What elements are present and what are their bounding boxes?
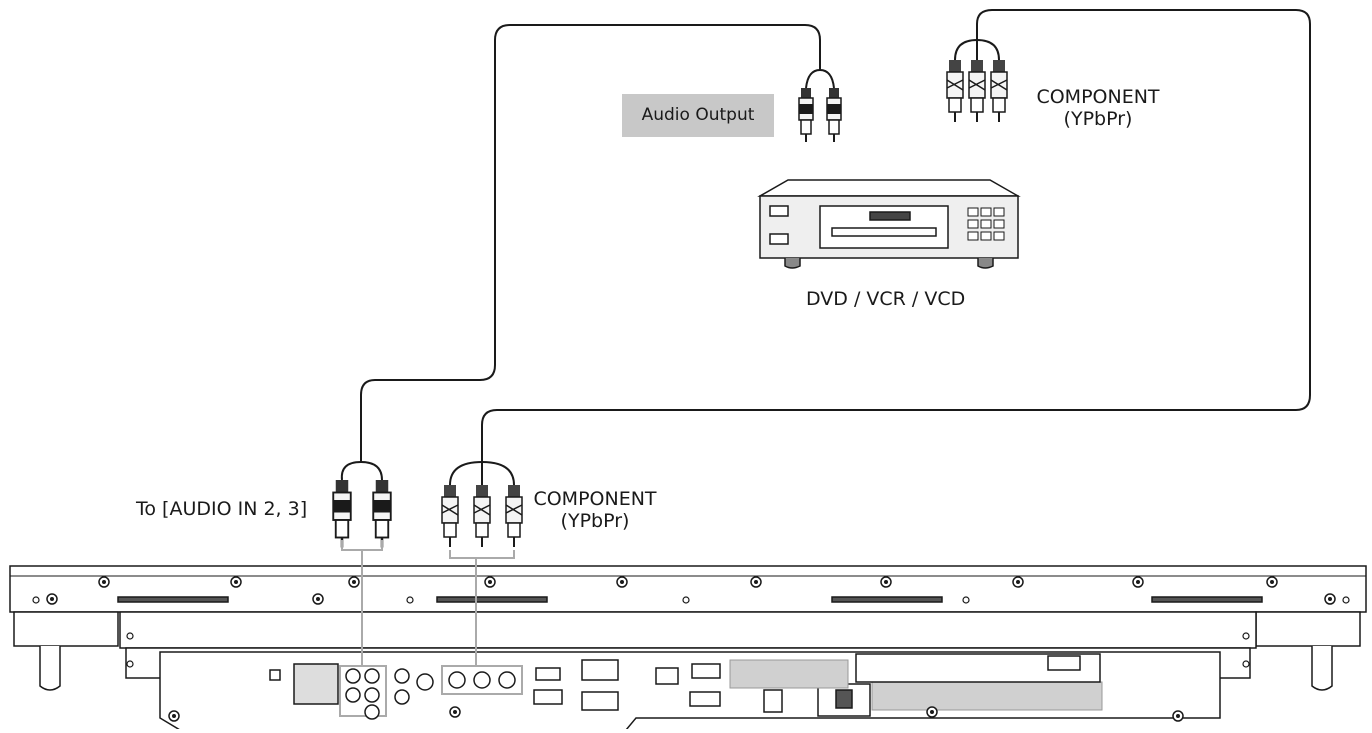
display-back-panel-icon — [9, 565, 1367, 731]
component-cable — [449, 9, 1311, 486]
display-component-line1: COMPONENT — [533, 488, 657, 510]
audio-cable — [340, 24, 835, 481]
dvd-player-icon — [757, 179, 1021, 269]
source-component-line2: (YPbPr) — [1063, 108, 1133, 130]
rca-plug-icon — [946, 59, 1008, 123]
display-component-label: COMPONENT (YPbPr) — [520, 488, 670, 532]
component-connection-guide — [449, 550, 515, 666]
source-component-line1: COMPONENT — [1036, 86, 1160, 108]
display-audio-in-label: To [AUDIO IN 2, 3] — [136, 498, 308, 520]
source-device-label: DVD / VCR / VCD — [806, 288, 966, 310]
display-component-line2: (YPbPr) — [560, 510, 630, 532]
source-component-label: COMPONENT (YPbPr) — [1014, 86, 1182, 130]
rca-plug-icon — [332, 478, 392, 549]
audio-connection-guide — [341, 540, 383, 666]
rca-plug-icon — [441, 484, 523, 548]
audio-output-label: Audio Output — [622, 94, 774, 137]
rca-plug-icon — [798, 87, 842, 143]
